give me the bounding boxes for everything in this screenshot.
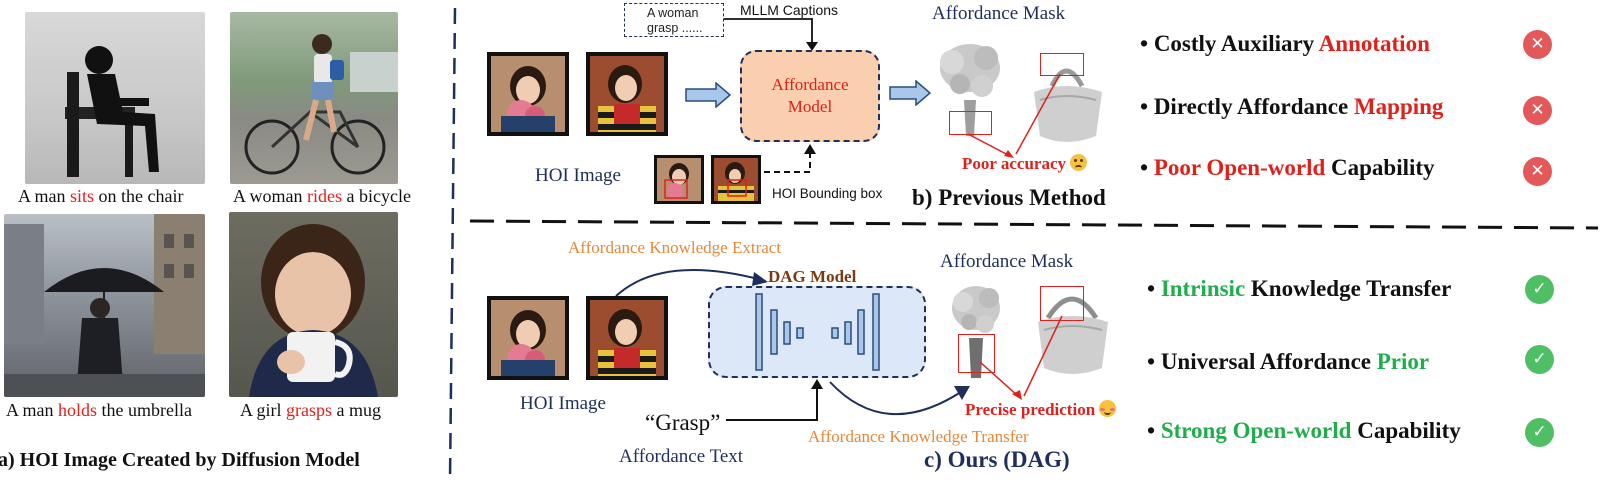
bag-mask-b	[1034, 68, 1102, 142]
precise-arrows	[979, 315, 1063, 400]
bbox-thumb-2	[711, 155, 761, 204]
mllm-captions-label: MLLM Captions	[740, 2, 839, 18]
sad-emoji-icon	[1070, 154, 1088, 171]
check-icon: ✓	[1525, 345, 1554, 374]
vase-mask-b	[940, 44, 1000, 136]
affordance-mask-label-b: Affordance Mask	[932, 3, 1066, 24]
horizontal-divider	[469, 219, 1599, 230]
caption-holds: A man holds the umbrella	[6, 400, 192, 420]
caption-connector	[724, 18, 818, 51]
bbox-connector	[764, 144, 816, 173]
dag-model-label: DAG Model	[768, 267, 857, 286]
cross-icon: ✕	[1523, 96, 1552, 125]
photo-woman-bicycle	[230, 12, 398, 184]
check-icon: ✓	[1525, 418, 1554, 447]
cross-icon: ✕	[1523, 157, 1552, 186]
transfer-arrow	[829, 381, 970, 416]
check-icon: ✓	[1525, 275, 1554, 304]
caption-sits: A man sits on the chair	[18, 186, 184, 206]
caption-grasps: A girl grasps a mug	[240, 400, 382, 420]
affordance-model-box: Affordance Model	[740, 50, 880, 142]
hoi-image-label-b: HOI Image	[535, 165, 621, 186]
affordance-text-label: Affordance Text	[619, 446, 744, 467]
hoi-thumb-3	[487, 296, 569, 380]
vertical-divider	[448, 7, 457, 481]
knowledge-transfer-label: Affordance Knowledge Transfer	[808, 427, 1029, 446]
dag-model-box	[708, 286, 926, 378]
cross-icon: ✕	[1523, 30, 1552, 59]
grasp-text: “Grasp”	[645, 410, 721, 435]
hoi-image-label-c: HOI Image	[520, 393, 606, 414]
dag-network-bars	[755, 293, 880, 371]
caption-rides: A woman rides a bicycle	[233, 186, 411, 206]
extract-arrow	[615, 269, 768, 297]
hoi-thumb-2	[586, 52, 668, 136]
affordance-model-label: Affordance Model	[771, 75, 849, 116]
hoi-thumb-1	[487, 52, 569, 136]
bullet-costly-annotation: • Costly Auxiliary Annotation	[1140, 31, 1430, 56]
bullet-poor-open-world: • Poor Open-world Capability	[1140, 155, 1435, 180]
hoi-bbox-label: HOI Bounding box	[772, 186, 883, 201]
photo-man-umbrella	[4, 214, 205, 397]
bag-bbox-b	[1040, 53, 1084, 76]
bullet-direct-mapping: • Directly Affordance Mapping	[1140, 94, 1444, 119]
caption-box: A woman grasp ......	[624, 3, 724, 37]
panel-b-title: b) Previous Method	[912, 185, 1106, 210]
affordance-mask-label-c: Affordance Mask	[940, 251, 1074, 272]
precise-prediction-text: Precise prediction	[965, 400, 1117, 420]
arrow-to-mask	[889, 80, 932, 106]
bag-bbox-c	[1040, 286, 1084, 321]
bullet-intrinsic-transfer: • Intrinsic Knowledge Transfer	[1147, 276, 1452, 301]
panel-c-title: c) Ours (DAG)	[924, 447, 1070, 472]
poor-accuracy-text: Poor accuracy	[962, 154, 1088, 174]
vase-bbox-c	[958, 334, 995, 373]
happy-emoji-icon	[1099, 400, 1117, 417]
bullet-strong-open-world: • Strong Open-world Capability	[1147, 418, 1461, 443]
bbox-thumb-1	[654, 155, 704, 204]
vase-mask-c	[952, 286, 1000, 378]
photo-girl-mug	[229, 212, 398, 397]
arrow-to-model	[685, 82, 732, 108]
knowledge-extract-label: Affordance Knowledge Extract	[568, 238, 782, 257]
text-to-model-arrow	[726, 379, 823, 421]
hoi-thumb-4	[586, 296, 668, 380]
panel-a-title: a) HOI Image Created by Diffusion Model	[0, 449, 360, 471]
bullet-universal-prior: • Universal Affordance Prior	[1147, 349, 1430, 374]
photo-man-chair	[25, 12, 205, 184]
poor-accuracy-arrows	[967, 73, 1061, 158]
